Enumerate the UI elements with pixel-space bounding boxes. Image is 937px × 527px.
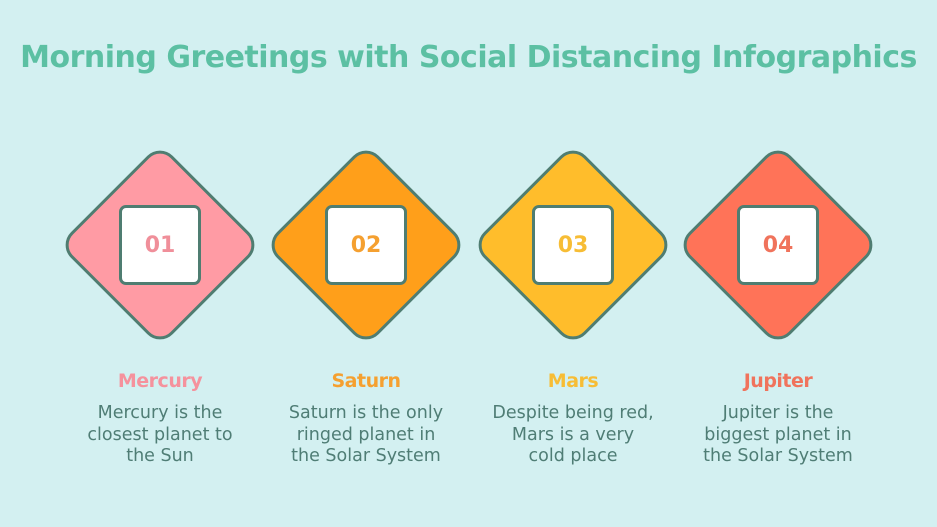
- desc-line: ringed planet in: [296, 424, 436, 445]
- step-4-diamond: 04: [675, 140, 881, 350]
- desc-line: closest planet to: [87, 424, 233, 445]
- step-4-title: Jupiter: [743, 370, 813, 392]
- step-number: 02: [325, 205, 407, 285]
- step-2-diamond: 02: [263, 140, 469, 350]
- desc-line: Saturn is the only: [288, 403, 444, 423]
- desc-line: biggest planet in: [704, 424, 852, 445]
- step-2-description: Saturn is the only ringed planet in the …: [246, 403, 486, 468]
- step-3-diamond: 03: [470, 140, 676, 350]
- step-3-title: Mars: [547, 370, 599, 392]
- page-title: Morning Greetings with Social Distancing…: [20, 40, 917, 75]
- desc-line: the Solar System: [291, 446, 441, 466]
- desc-line: the Solar System: [703, 446, 853, 466]
- step-number: 01: [119, 205, 201, 285]
- step-4-description: Jupiter is the biggest planet in the Sol…: [658, 403, 898, 468]
- step-number: 03: [532, 205, 614, 285]
- step-1-title: Mercury: [117, 370, 203, 392]
- step-1-description: Mercury is the closest planet to the Sun: [40, 403, 280, 468]
- desc-line: cold place: [528, 446, 618, 466]
- desc-line: Mars is a very: [511, 424, 635, 445]
- step-number: 04: [737, 205, 819, 285]
- desc-line: the Sun: [126, 446, 194, 466]
- desc-line: Mercury is the: [97, 403, 223, 423]
- step-2-title: Saturn: [331, 370, 401, 392]
- desc-line: Despite being red,: [492, 403, 654, 423]
- desc-line: Jupiter is the: [722, 403, 834, 423]
- step-1-diamond: 01: [57, 140, 263, 350]
- step-3-description: Despite being red, Mars is a very cold p…: [453, 403, 693, 468]
